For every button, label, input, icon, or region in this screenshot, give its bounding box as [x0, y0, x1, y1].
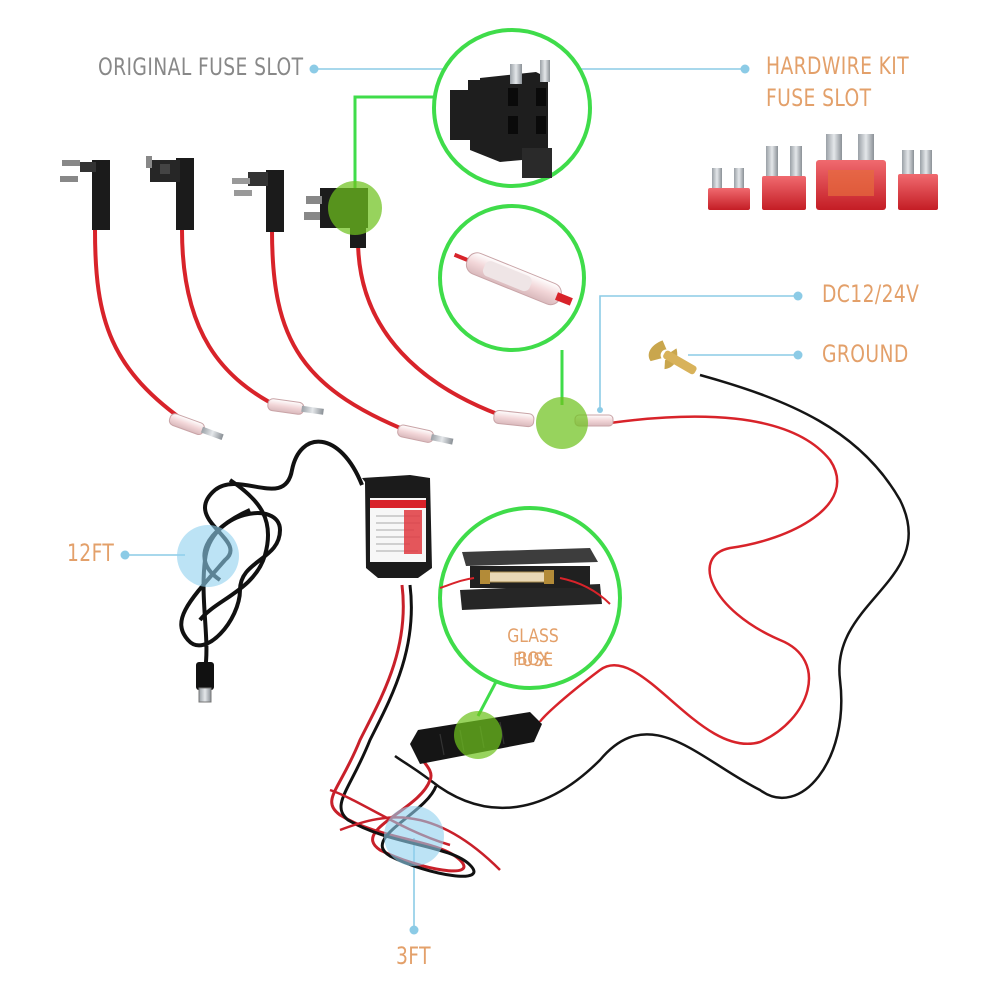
hardwire-kit-label-line2: FUSE SLOT [766, 84, 872, 112]
fuse-slot-callout [432, 28, 592, 188]
ground-label: GROUND [822, 340, 909, 368]
glass-fuse-box-label-line2: BOX [516, 648, 550, 670]
ground-black-wire [394, 373, 910, 810]
spade-connectors [168, 398, 614, 445]
adapter-wires [93, 228, 522, 438]
length-3ft-label: 3FT [396, 942, 431, 970]
callout-connectors [353, 95, 564, 717]
glass-fuse-callout [438, 506, 622, 690]
leader-dots [120, 64, 803, 935]
highlight-spots [177, 181, 588, 866]
converter-box-icon [362, 475, 432, 578]
fuse-tap-adapter-icon [60, 156, 368, 248]
blade-fuse-icon [708, 134, 938, 210]
length-12ft-label: 12FT [67, 539, 115, 567]
dc-red-wire [538, 415, 839, 746]
hardwire-kit-label-line1: HARDWIRE KIT [766, 52, 910, 80]
micro-usb-plug-icon [196, 662, 214, 703]
original-fuse-slot-label: ORIGINAL FUSE SLOT [98, 53, 304, 81]
glass-fuse-box-label-line1: GLASS FUSE [507, 625, 559, 671]
inline-fuse-callout [438, 204, 586, 352]
leader-lines [125, 68, 798, 930]
ring-terminal-icon [648, 340, 697, 375]
dc-voltage-label: DC12/24V [822, 280, 920, 308]
